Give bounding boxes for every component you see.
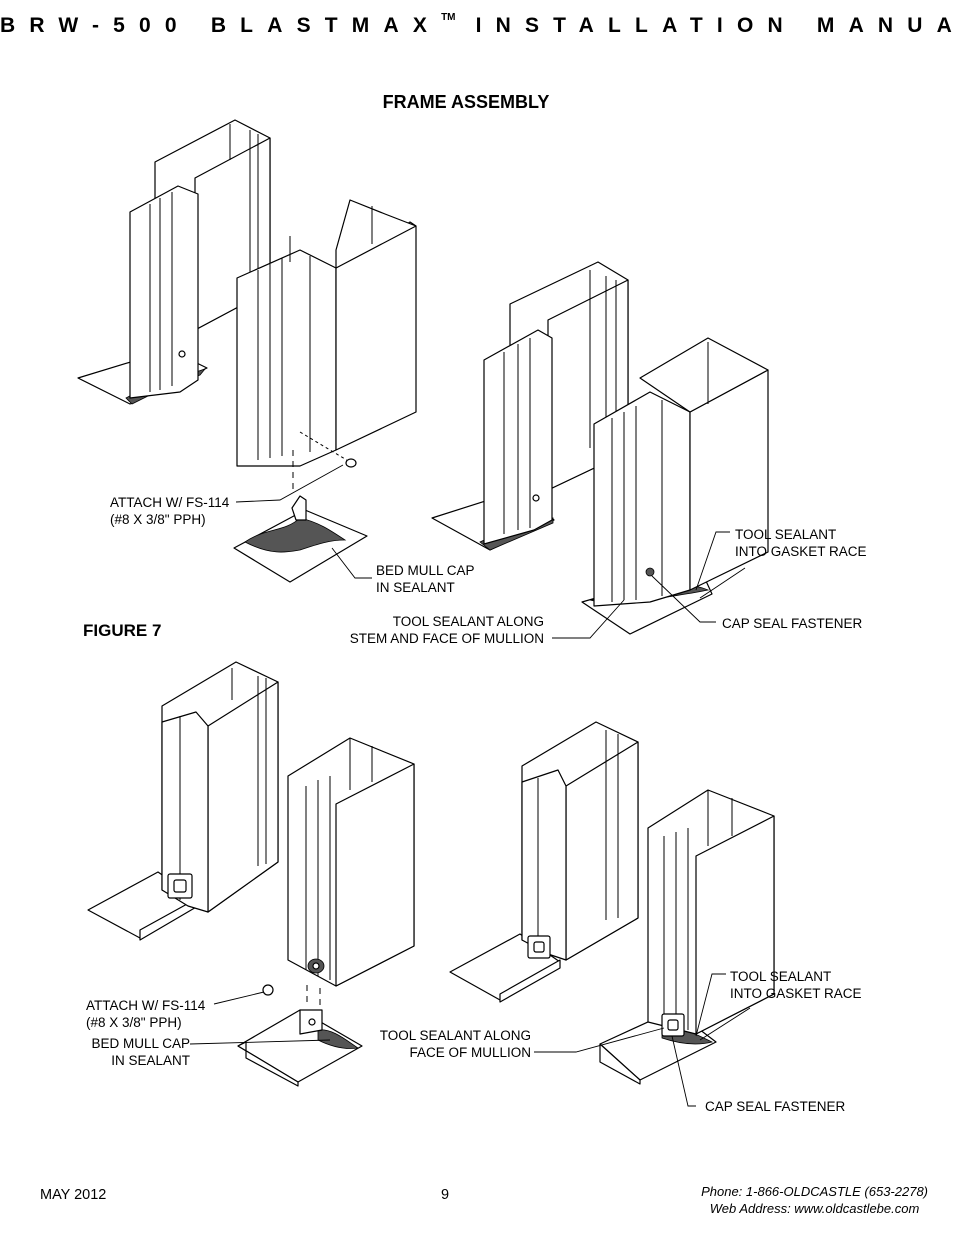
- callout-tool-gasket-bottom: TOOL SEALANT INTO GASKET RACE: [730, 969, 862, 1001]
- section-title: FRAME ASSEMBLY: [382, 92, 550, 112]
- trademark-mark: TM: [441, 12, 456, 23]
- page-number: 9: [441, 1187, 450, 1203]
- bottom-left-assembly: [87, 661, 415, 1087]
- page-header: BRW-500 BLASTMAXTM INSTALLATION MANUAL: [0, 12, 954, 38]
- callout-bed-mull-top: BED MULL CAP IN SEALANT: [376, 563, 475, 595]
- callout-tool-gasket-top: TOOL SEALANT INTO GASKET RACE: [735, 527, 867, 559]
- footer-contact: Phone: 1-866-OLDCASTLE (653-2278) Web Ad…: [701, 1183, 928, 1217]
- callout-tool-face: TOOL SEALANT ALONG FACE OF MULLION: [379, 1028, 531, 1060]
- callout-leaders: [189, 464, 751, 1107]
- callout-cap-seal-bottom: CAP SEAL FASTENER: [705, 1099, 846, 1114]
- header-prefix: BRW-500 BLASTMAX: [0, 14, 442, 37]
- footer-date: MAY 2012: [40, 1187, 107, 1203]
- bottom-right-assembly: [449, 721, 775, 1085]
- header-suffix: INSTALLATION MANUAL: [475, 14, 954, 37]
- footer-phone: Phone: 1-866-OLDCASTLE (653-2278): [701, 1184, 928, 1199]
- callout-attach-top: ATTACH W/ FS-114 (#8 X 3/8" PPH): [110, 495, 230, 527]
- callout-attach-bottom: ATTACH W/ FS-114 (#8 X 3/8" PPH): [86, 998, 206, 1030]
- callout-cap-seal-top: CAP SEAL FASTENER: [722, 616, 863, 631]
- callout-bed-mull-bottom: BED MULL CAP IN SEALANT: [91, 1036, 190, 1068]
- top-right-assembly: [431, 261, 769, 635]
- footer-web: Web Address: www.oldcastlebe.com: [709, 1201, 920, 1216]
- figure-label: FIGURE 7: [83, 621, 162, 640]
- top-left-assembly: [77, 119, 417, 583]
- callout-tool-stem: TOOL SEALANT ALONG STEM AND FACE OF MULL…: [349, 614, 544, 646]
